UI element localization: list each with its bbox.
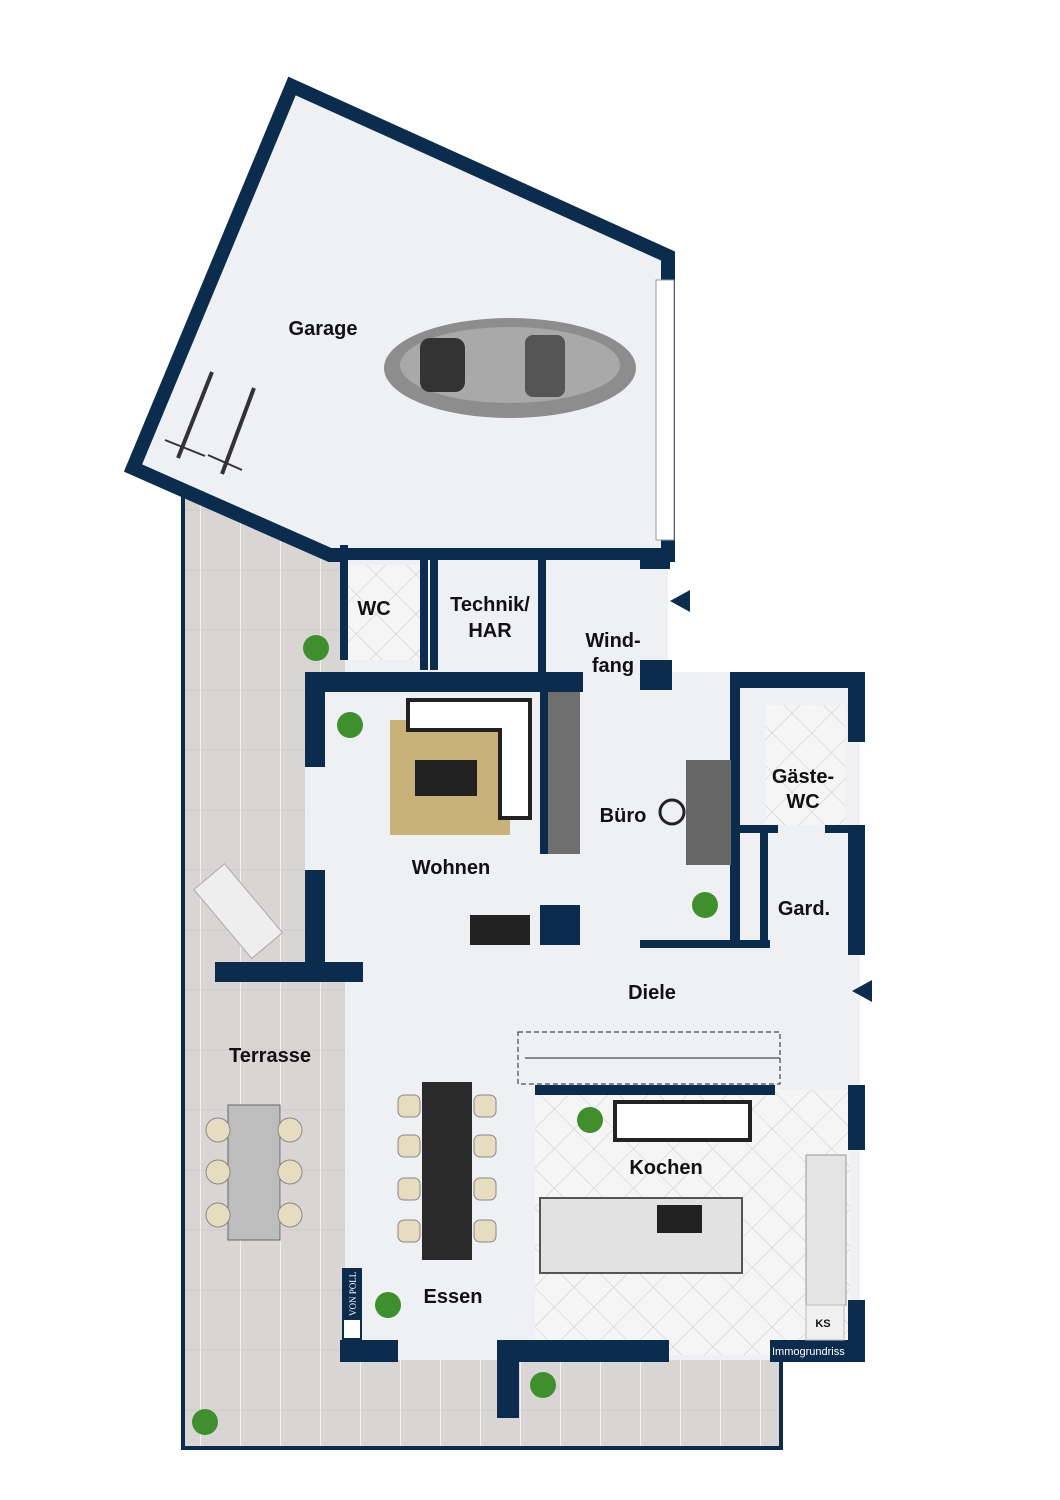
desk-icon xyxy=(658,760,731,865)
room-label-terrasse: Terrasse xyxy=(229,1045,311,1067)
sofa-icon xyxy=(390,698,532,835)
room-label-windfang: Wind- xyxy=(585,630,640,652)
walls xyxy=(215,545,865,1418)
room-label-technik: Technik/ xyxy=(450,594,530,616)
sun-lounger-icon xyxy=(193,863,284,960)
entrance-arrow-icon xyxy=(670,590,690,612)
room-label-essen: Essen xyxy=(424,1286,483,1308)
room-label-windfang-2: fang xyxy=(592,655,634,677)
bicycle-icon xyxy=(164,371,256,475)
von-poll-logo xyxy=(342,1268,362,1340)
room-label-technik-2: HAR xyxy=(468,620,512,642)
kitchen-island-icon xyxy=(539,1197,743,1274)
room-label-gaeste-wc-2: WC xyxy=(786,791,819,813)
counter-icon xyxy=(805,1154,847,1306)
dining-table-icon xyxy=(397,1082,497,1260)
room-label-gard: Gard. xyxy=(778,898,830,920)
stairs-icon xyxy=(517,1031,781,1085)
ks-label: KS xyxy=(815,1318,830,1330)
room-label-diele: Diele xyxy=(628,982,676,1004)
room-label-buero: Büro xyxy=(600,805,647,827)
room-label-wohnen: Wohnen xyxy=(412,857,491,879)
fridge-ks xyxy=(805,1304,845,1341)
room-label-garage: Garage xyxy=(289,318,358,340)
garage-door xyxy=(655,279,675,541)
garage-room xyxy=(123,76,675,562)
room-label-gaeste-wc: Gäste- xyxy=(772,766,834,788)
wardrobe-icon xyxy=(548,692,580,854)
logo-text: VON POLL xyxy=(348,1272,358,1316)
car-icon xyxy=(384,318,636,418)
fireplace-icon xyxy=(470,915,530,945)
room-label-kochen: Kochen xyxy=(629,1157,702,1179)
room-label-wc: WC xyxy=(357,598,390,620)
credit-label: Immogrundriss xyxy=(772,1346,845,1358)
kitchen-sofa-icon xyxy=(613,1100,752,1142)
terrace-table-icon xyxy=(205,1104,303,1241)
entrance-arrow-icon xyxy=(852,980,872,1002)
plant-icon xyxy=(192,635,718,1435)
